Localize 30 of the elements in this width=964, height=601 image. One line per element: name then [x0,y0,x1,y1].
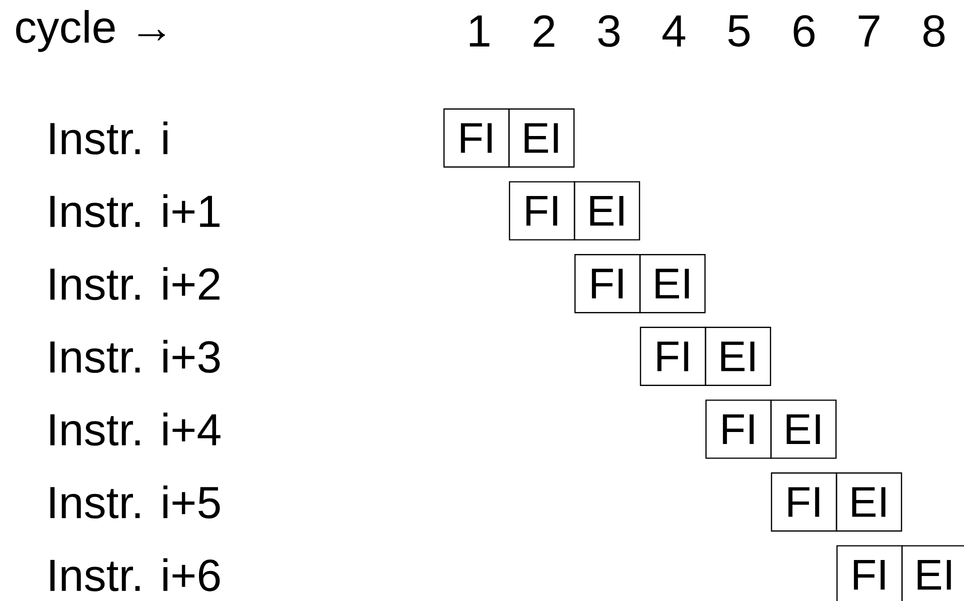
row-label: Instr. i+3 [50,340,220,373]
stage-box: EI [639,254,706,314]
row-label: Instr. i [50,121,168,155]
stage-box: EI [574,181,640,240]
stage-box: FI [508,181,576,240]
stage-box: EI [770,400,837,459]
cycle-number: 8 [923,15,945,47]
cycle-number: 2 [534,15,554,47]
stage-box: EI [704,326,772,386]
row-label: Instr. i+6 [50,558,220,592]
cycle-number: 6 [794,15,815,47]
row-label: Instr. i+5 [50,485,220,519]
stage-box: FI [443,108,510,168]
stage-box: FI [705,400,772,459]
stage-box: EI [508,108,575,168]
stage-box: EI [901,545,964,601]
cycle-number: 5 [728,15,750,47]
row-label: Instr. i+4 [50,412,220,446]
row-label: Instr. i+2 [50,267,220,300]
stage-box: FI [836,545,903,601]
row-label: Instr. i+1 [50,194,220,228]
stage-box: FI [640,326,706,386]
stage-box: EI [836,472,902,532]
cycle-number: 7 [858,16,880,46]
stage-box: FI [770,472,838,532]
cycle-number: 4 [662,16,686,46]
stage-box: FI [574,254,641,314]
axis-title: cycle → [16,10,165,52]
cycle-number: 3 [598,15,620,47]
cycle-number: 1 [470,16,490,46]
